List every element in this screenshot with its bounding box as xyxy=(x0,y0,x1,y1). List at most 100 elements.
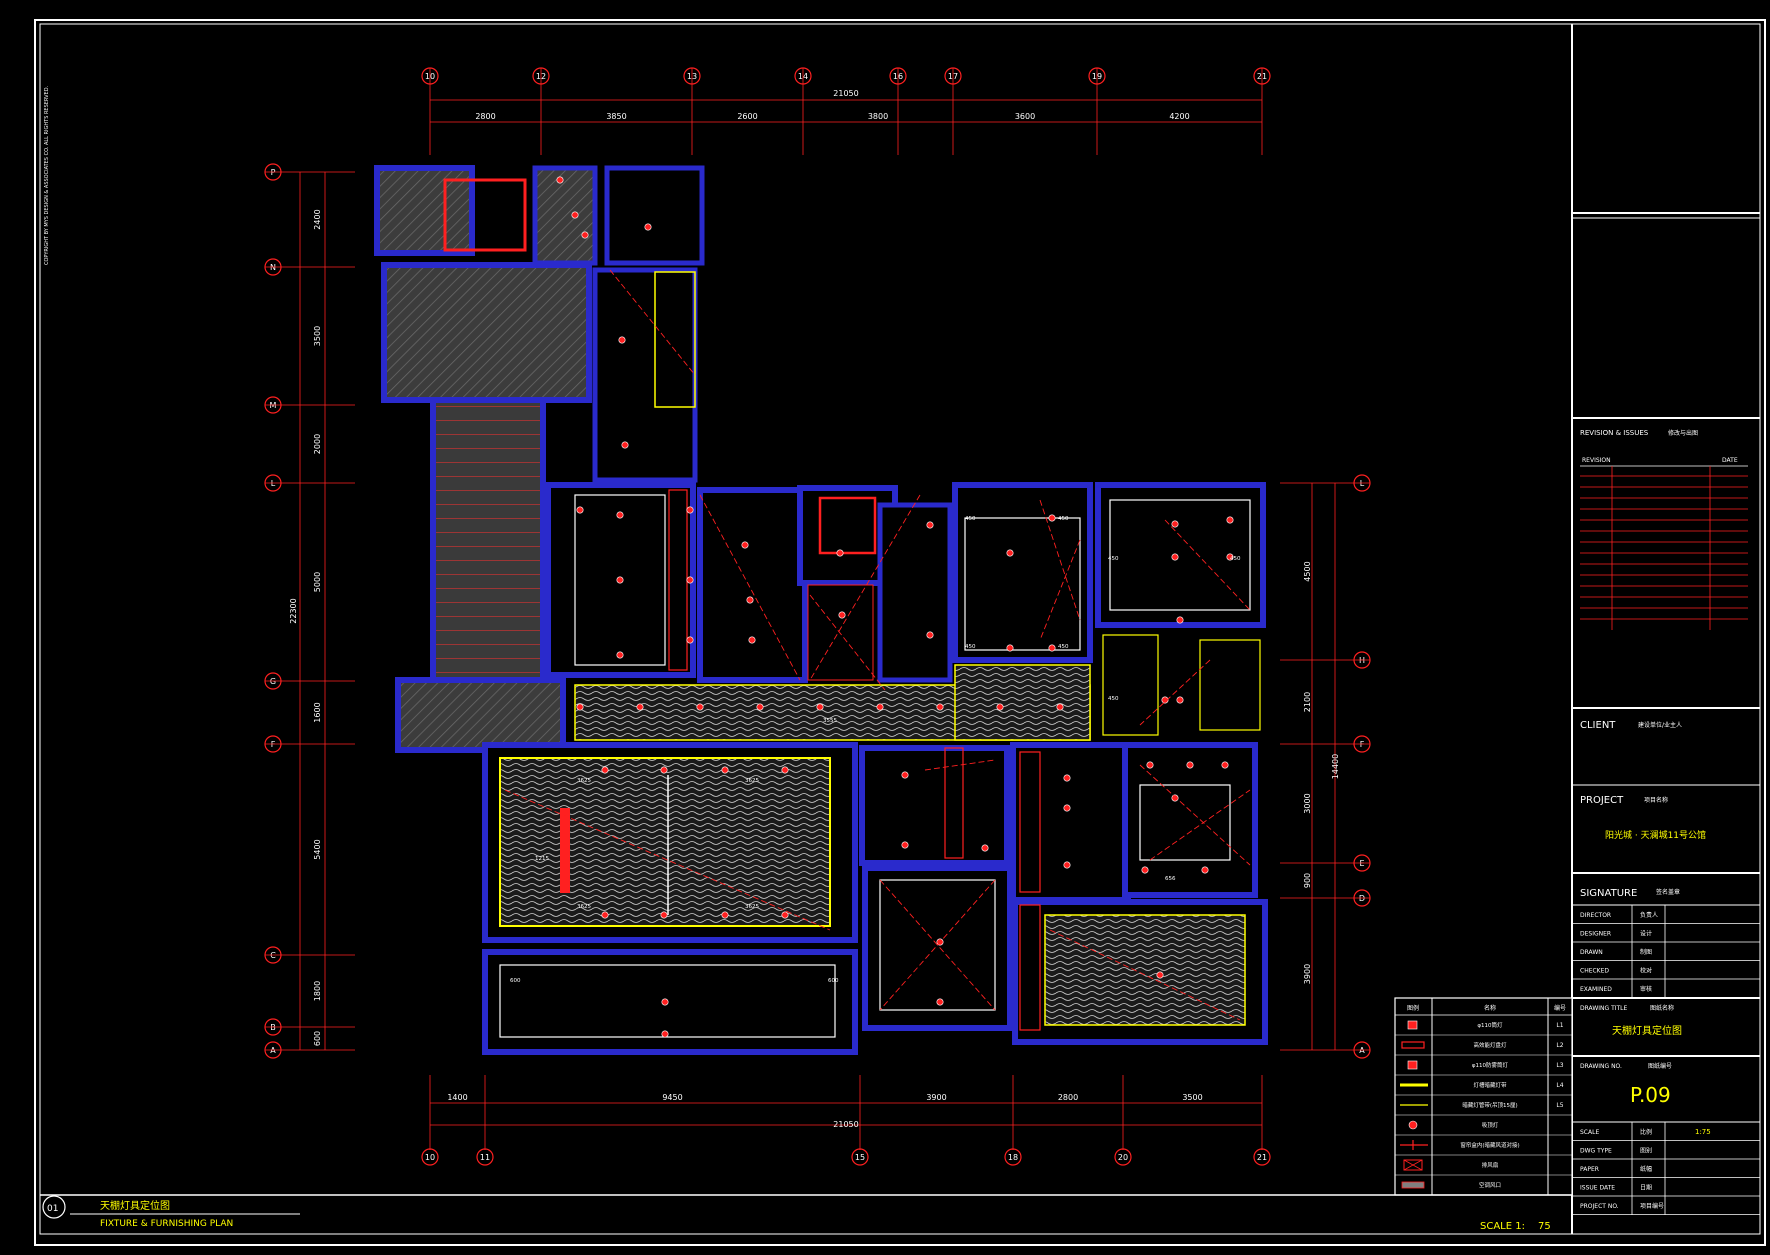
kitchen-unit xyxy=(654,271,696,408)
plan-tag: 450 xyxy=(1230,556,1241,562)
downlight-icon xyxy=(696,703,704,711)
dimension-segment: 1600 xyxy=(313,702,322,722)
corridor-east xyxy=(954,664,1091,741)
title-en: FIXTURE & FURNISHING PLAN xyxy=(100,1219,233,1229)
downlight-icon xyxy=(981,844,989,852)
bedroom-3-inner xyxy=(964,517,1081,651)
plan-tag: 450 xyxy=(1108,696,1119,702)
signature-role: DESIGNER xyxy=(1580,931,1611,938)
dimension-segment: 2600 xyxy=(737,112,757,121)
downlight-icon xyxy=(1186,761,1194,769)
bedroom-5 xyxy=(1010,742,1131,903)
signature-role: CHECKED xyxy=(1580,968,1609,975)
bedroom-4-inner xyxy=(1109,499,1251,611)
downlight-icon xyxy=(1176,616,1184,624)
title-number-circle xyxy=(42,1195,66,1219)
grid-axis-label: 21 xyxy=(1257,1153,1267,1162)
storage-strip xyxy=(944,747,964,859)
scale-value: 75 xyxy=(1538,1221,1551,1232)
downlight-icon xyxy=(661,1030,669,1038)
outer-border xyxy=(34,19,1766,1246)
downlight-icon xyxy=(1176,696,1184,704)
plan-tag: 1215 xyxy=(535,856,549,862)
master-wardrobe xyxy=(1019,904,1041,1031)
plan-tag: 450 xyxy=(1108,556,1119,562)
grid-axis-label: A xyxy=(270,1046,276,1055)
dimension-segment: 3600 xyxy=(1015,112,1035,121)
living-feature xyxy=(560,808,570,893)
project-name: 阳光城 · 天澜城11号公馆 xyxy=(1605,829,1706,841)
elevator-core xyxy=(443,178,527,252)
grid-axis-label: M xyxy=(270,401,277,410)
downlight-icon xyxy=(1048,514,1056,522)
room-shaft xyxy=(592,267,698,483)
downlight-icon xyxy=(686,576,694,584)
drawing-title: 天棚灯具定位图 xyxy=(1612,1024,1682,1037)
downlight-icon xyxy=(1146,761,1154,769)
downlight-icon xyxy=(1171,553,1179,561)
plan-tag: 3555 xyxy=(823,718,837,724)
circuit-line xyxy=(1139,659,1211,726)
dimension-segment: 1800 xyxy=(313,981,322,1001)
downlight-icon xyxy=(1006,549,1014,557)
grid-axis-label: 15 xyxy=(855,1153,865,1162)
downlight-icon xyxy=(926,521,934,529)
legend-name: 高效能灯盘灯 xyxy=(1473,1041,1507,1049)
dimension-segment: 4200 xyxy=(1169,112,1189,121)
downlight-icon xyxy=(616,651,624,659)
plan-tag: 3625 xyxy=(577,778,591,784)
bedroom-1-inner xyxy=(574,494,666,666)
downlight-icon xyxy=(1056,703,1064,711)
kitchen-east-inner xyxy=(879,879,996,1011)
title-cn: 天棚灯具定位图 xyxy=(100,1199,170,1212)
stair-well xyxy=(430,397,546,683)
circuit-line xyxy=(699,494,801,681)
copyright-note: COPYRIGHT BY MYS DESIGN & ASSOCIATES CO.… xyxy=(44,85,50,265)
circuit-line xyxy=(609,269,696,376)
signature-role-cn: 校对 xyxy=(1640,967,1652,975)
plan-tag: 600 xyxy=(828,978,839,984)
downlight-icon xyxy=(996,703,1004,711)
grid-axis-label: B xyxy=(270,1023,276,1032)
info-label: SCALE xyxy=(1580,1129,1599,1136)
downlight-icon xyxy=(686,636,694,644)
downlight-icon xyxy=(1063,861,1071,869)
downlight-icon xyxy=(746,596,754,604)
plan-tag: 600 xyxy=(510,978,521,984)
drawing-title-cn: 图纸名称 xyxy=(1650,1004,1674,1012)
dimension-segment: 9450 xyxy=(662,1093,682,1102)
downlight-icon xyxy=(721,766,729,774)
grid-axis-label: G xyxy=(270,677,276,686)
dimension-segment: 3900 xyxy=(1303,964,1312,984)
dimension-segment: 5400 xyxy=(313,839,322,859)
bath-4 xyxy=(1199,639,1261,731)
downlight-icon xyxy=(1171,794,1179,802)
dimension-segment: 3800 xyxy=(868,112,888,121)
signature-role-cn: 负责人 xyxy=(1640,911,1658,919)
grid-axis-label: 10 xyxy=(425,1153,435,1162)
circuit-line xyxy=(924,759,996,771)
grid-axis-label: A xyxy=(1359,1046,1365,1055)
grid-axis-label: D xyxy=(1359,894,1365,903)
downlight-icon xyxy=(741,541,749,549)
legend-name: 暗藏灯管带(吊顶15厘) xyxy=(1462,1101,1517,1109)
plan-tag: 3625 xyxy=(577,904,591,910)
downlight-icon xyxy=(686,506,694,514)
legend-header: 编号 xyxy=(1554,1004,1566,1012)
legend-code: L2 xyxy=(1556,1042,1563,1049)
grid-axis-label: F xyxy=(1360,740,1365,749)
downlight-icon xyxy=(581,231,589,239)
circuit-line xyxy=(1049,929,1241,1021)
downlight-icon xyxy=(836,549,844,557)
plan-tag: 450 xyxy=(1058,516,1069,522)
downlight-icon xyxy=(621,441,629,449)
dimension-total: 14400 xyxy=(1331,754,1340,779)
legend-code: L1 xyxy=(1556,1022,1563,1029)
